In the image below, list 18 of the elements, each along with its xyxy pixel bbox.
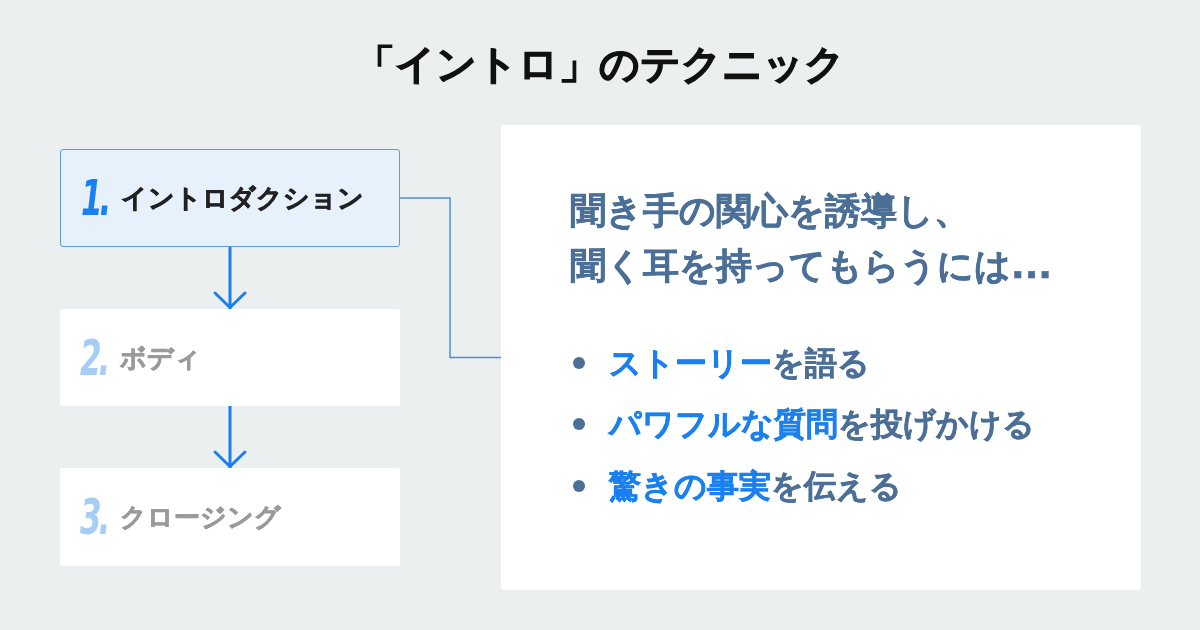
bullet-text: 驚きの事実を伝える bbox=[609, 466, 902, 507]
bullet-text: ストーリーを語る bbox=[609, 343, 870, 384]
step-box bbox=[60, 309, 400, 406]
step-number: 1. bbox=[81, 170, 109, 226]
step-box bbox=[60, 149, 400, 247]
step-number: 2. bbox=[80, 329, 108, 386]
arrow bbox=[213, 247, 247, 309]
info-panel bbox=[501, 125, 1141, 590]
step-label: ボディ bbox=[119, 341, 201, 375]
connector-line bbox=[399, 197, 502, 359]
heading-text: 聞き手の関心を誘導し、聞く耳を持ってもらうには... bbox=[570, 189, 1054, 288]
step-box bbox=[60, 468, 400, 566]
arrow bbox=[213, 406, 247, 468]
title: 「イントロ」のテクニック bbox=[355, 40, 845, 89]
step-label: クロージング bbox=[119, 501, 281, 534]
step-number: 3. bbox=[80, 489, 108, 545]
bullet-text: パワフルな質問を投げかける bbox=[609, 404, 1035, 445]
step-label: イントロダクション bbox=[120, 182, 364, 215]
